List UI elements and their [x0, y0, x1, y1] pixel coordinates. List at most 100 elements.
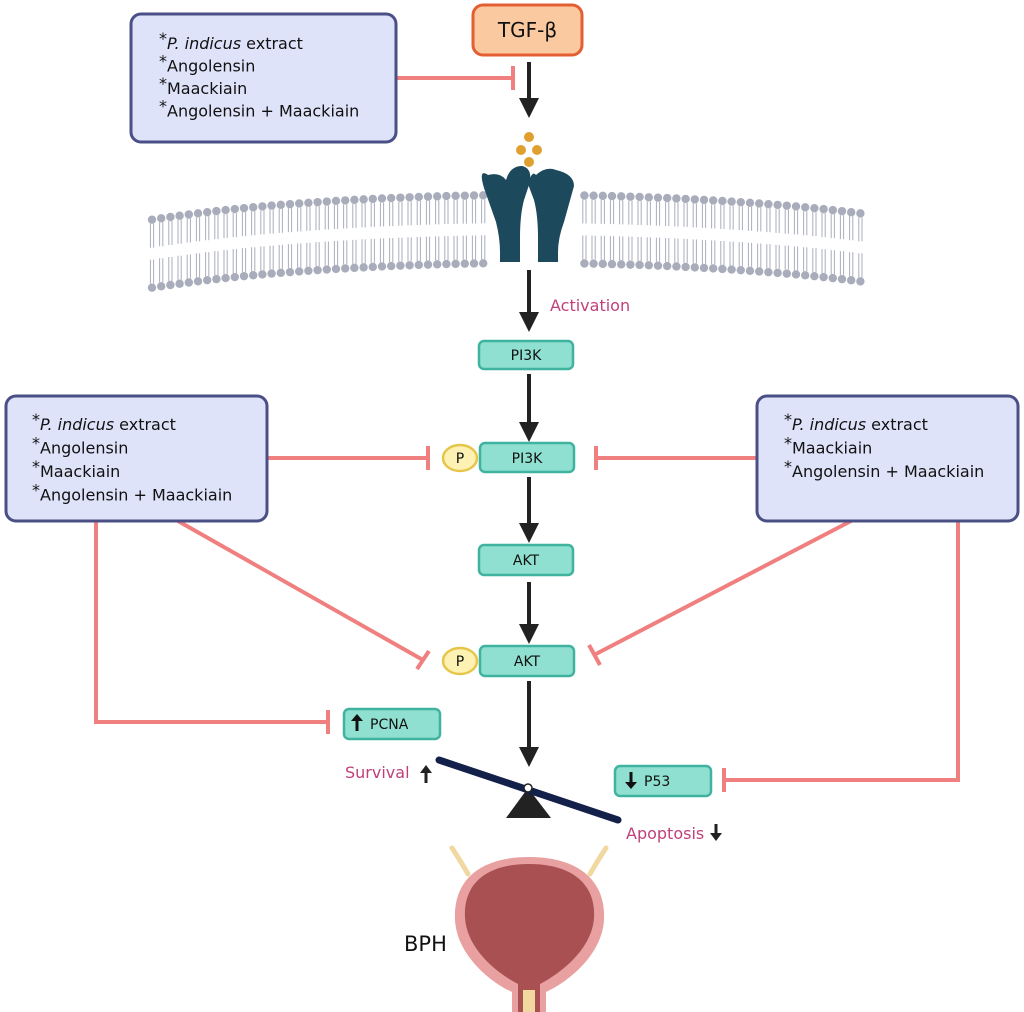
lipid-head	[433, 192, 442, 201]
lipid-head	[396, 261, 405, 270]
lipid-head	[387, 193, 396, 203]
lipid-head	[184, 278, 193, 287]
inhibitor-text: Maackiain	[167, 79, 247, 98]
lipid-head	[396, 193, 405, 202]
lipid-head	[672, 262, 681, 271]
lipid-head	[479, 259, 488, 268]
inhibit-right-p53-line	[724, 521, 960, 782]
lipid-head	[157, 282, 166, 291]
lipid-head	[451, 191, 460, 201]
up-arrow-icon	[351, 714, 363, 731]
lipid-head	[193, 277, 203, 286]
lipid-head	[405, 261, 414, 270]
lipid-head	[644, 193, 653, 202]
phospho-badge-akt	[441, 646, 479, 676]
lipid-head	[810, 203, 819, 213]
lipid-head	[718, 196, 727, 206]
tgf-beta-node: TGF-β	[471, 3, 584, 57]
lipid-head	[837, 274, 847, 284]
lipid-head	[626, 192, 635, 201]
lipid-head	[709, 264, 718, 273]
lipid-head	[387, 261, 396, 271]
survival-up-arrow-icon	[420, 765, 432, 783]
lipid-head	[203, 275, 212, 285]
pcna-label: PCNA	[370, 717, 409, 733]
lipid-head	[322, 197, 331, 206]
tgf-beta-receptor	[481, 166, 574, 262]
pcna-node: PCNA	[342, 707, 442, 741]
species-name: P. indicus	[167, 34, 241, 53]
asterisk: *	[159, 97, 167, 116]
lipid-head	[405, 193, 414, 202]
lipid-head	[414, 192, 423, 202]
lipid-head	[267, 201, 276, 210]
lipid-head	[267, 269, 276, 278]
lipid-head	[239, 203, 249, 213]
tgf-beta-label: TGF-β	[497, 18, 557, 42]
lipid-head	[469, 191, 479, 200]
inhibitor-text: Angolensin + Maackiain	[167, 102, 359, 121]
ligand-particles	[516, 132, 542, 167]
lipid-head	[212, 274, 221, 284]
lipid-head	[727, 265, 736, 274]
lipid-head	[635, 260, 644, 270]
lipid-head	[157, 214, 166, 223]
lipid-head	[221, 273, 230, 283]
lipid-head	[598, 259, 607, 269]
lipid-head	[663, 261, 672, 271]
asterisk: *	[32, 410, 40, 429]
lipid-head	[331, 264, 341, 274]
lipid-head	[249, 203, 258, 212]
lipid-head	[653, 193, 663, 202]
inhibitor-box-left-list: *P. indicus extract*Angolensin*Maackiain…	[32, 410, 232, 505]
phospho-label-akt: P	[456, 654, 464, 670]
lipid-head	[331, 196, 341, 206]
lipid-head	[359, 195, 368, 204]
phospho-label-pi3k: P	[456, 451, 464, 467]
lipid-head	[690, 263, 699, 272]
asterisk: *	[32, 457, 40, 476]
lipid-head	[175, 279, 184, 288]
bph-label: BPH	[404, 932, 447, 956]
lipid-head	[607, 259, 617, 269]
lipid-head	[837, 206, 847, 216]
lipid-head	[856, 277, 865, 286]
inhibitor-text: extract	[241, 34, 303, 53]
lipid-head	[359, 263, 368, 272]
lipid-head	[718, 264, 727, 274]
lipid-head	[856, 209, 865, 218]
lipid-head	[644, 261, 653, 270]
asterisk: *	[159, 74, 167, 93]
lipid-head	[617, 260, 626, 269]
lipid-head	[368, 262, 377, 272]
lipid-head	[598, 191, 607, 201]
lipid-head	[341, 196, 350, 205]
p-pi3k-label: PI3K	[512, 451, 543, 467]
activation-label: Activation	[550, 296, 630, 315]
lipid-head	[773, 200, 782, 210]
lipid-head	[276, 200, 285, 210]
inhibition-lines	[94, 66, 960, 792]
lipid-head	[166, 212, 175, 222]
inhibitor-item: *P. indicus extract	[32, 410, 176, 434]
lipid-head	[304, 266, 313, 275]
inhibitor-item: *Angolensin	[159, 52, 255, 76]
lipid-head	[782, 201, 791, 210]
lipid-head	[442, 191, 451, 201]
lipid-head	[276, 268, 285, 278]
inhibitor-text: Angolensin	[167, 57, 255, 76]
lipid-head	[663, 193, 672, 203]
lipid-head	[175, 211, 184, 220]
lipid-head	[239, 271, 249, 281]
lipid-head	[607, 191, 617, 201]
lipid-head	[285, 267, 295, 277]
lipid-head	[377, 194, 387, 203]
inhibitor-box-right: *P. indicus extract*Maackiain*Angolensin…	[755, 394, 1020, 523]
lipid-head	[469, 259, 479, 268]
inhibitor-item: *Angolensin	[32, 434, 128, 458]
inhibitor-item: *Maackiain	[159, 74, 247, 98]
lipid-head	[249, 271, 258, 280]
lipid-head	[166, 280, 175, 290]
pi3k-node: PI3K	[477, 339, 575, 371]
